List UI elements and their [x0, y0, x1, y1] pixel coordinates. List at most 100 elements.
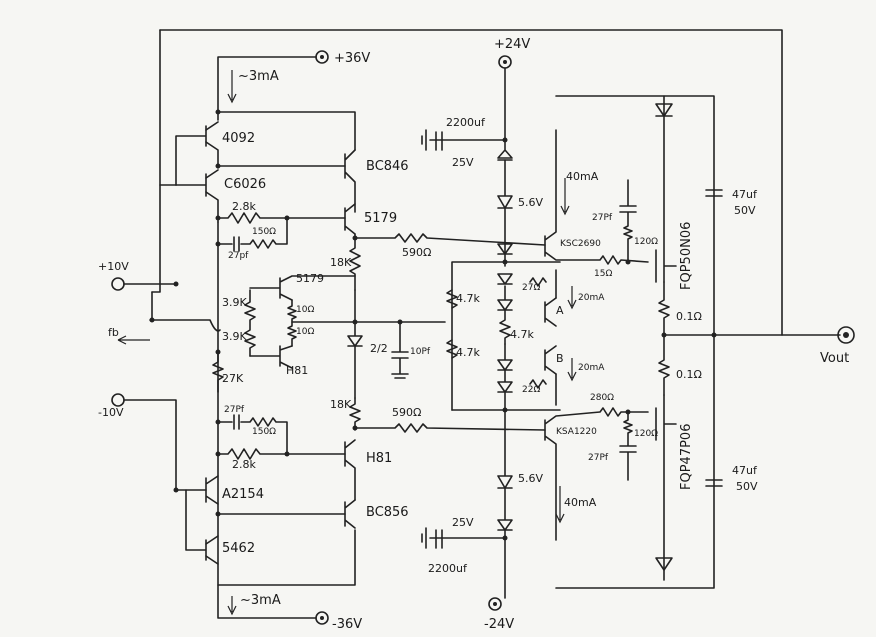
label-01a: 0.1Ω: [676, 310, 702, 323]
label-15a: 15Ω: [594, 269, 612, 279]
label-fqp50n06: FQP50N06: [679, 222, 694, 290]
label-h81a: H81: [286, 364, 308, 377]
label-150a: 150Ω: [252, 227, 276, 237]
bjt-ksc2690: [544, 129, 649, 265]
feedback-wire-left: [151, 29, 161, 293]
feedback-wire-node: [149, 319, 221, 332]
arrow-40ma-bottom: [555, 486, 565, 524]
label-47a: 47uf: [732, 188, 758, 201]
label-27pf-b: 27Pf: [224, 405, 245, 415]
label-4k7a: 4.7k: [456, 292, 480, 305]
diode-out-top: [655, 103, 673, 117]
terminal-vout: [837, 326, 855, 344]
label-c6026: C6026: [224, 177, 266, 192]
label-ksa1220: KSA1220: [556, 427, 597, 437]
label-3ma-top: ~3mA: [238, 69, 279, 84]
label-4k7b: 4.7k: [510, 328, 534, 341]
resistor-4k7-mid: [499, 309, 511, 345]
label-20b: 20mA: [578, 363, 605, 373]
label-5179b: 5179: [296, 272, 324, 285]
fb-arrow: [117, 335, 150, 345]
diode-out-bottom: [655, 557, 673, 571]
resistor-4k7-outer: [446, 289, 458, 359]
label-27pf-c: 27Pf: [592, 213, 613, 223]
resistor-01-top: [658, 281, 670, 336]
label-ksc2690: KSC2690: [560, 239, 601, 249]
terminal-m10: [111, 393, 125, 407]
label-20a: 20mA: [578, 293, 605, 303]
wire-top-bus: [217, 111, 356, 151]
jfet-5462: [185, 489, 207, 561]
label-a2154: A2154: [222, 487, 264, 502]
label-m24: -24V: [484, 617, 514, 632]
label-150b: 150Ω: [252, 427, 276, 437]
label-z22: 2/2: [370, 342, 388, 355]
label-fb: fb: [108, 326, 119, 339]
resistor-27k: [212, 351, 224, 393]
resistor-2k8-top: [217, 212, 346, 224]
cap-47-top: [705, 189, 723, 197]
label-3ma-bottom: ~3mA: [240, 593, 281, 608]
label-27pf-d: 27Pf: [588, 453, 609, 463]
jfet-4092: [175, 125, 207, 186]
label-10b: 10Ω: [296, 327, 314, 337]
label-590a: 590Ω: [402, 246, 431, 259]
label-18k-a: 18K: [330, 256, 352, 269]
arrow-20ma-a: [567, 286, 577, 310]
bjt-h81-b: [344, 439, 356, 501]
label-bc846: BC846: [366, 159, 409, 174]
bjt-h81-a: [249, 345, 293, 369]
cap-10pf: [391, 321, 409, 379]
label-vout: Vout: [820, 351, 849, 366]
snubber-top: [619, 179, 637, 263]
label-50a: 50V: [734, 204, 756, 217]
label-4k7c: 4.7k: [456, 346, 480, 359]
rc-27pf-150-top: [217, 217, 288, 252]
mosfet-fqp50n06: [655, 95, 677, 283]
label-56b: 5.6V: [518, 472, 543, 485]
label-25b: 25V: [452, 516, 474, 529]
label-120b: 120Ω: [634, 429, 658, 439]
bjt-ksa1220: [544, 407, 649, 541]
cap-2200-bottom: [429, 529, 506, 549]
diode-d2: [497, 243, 513, 255]
label-qa: A: [556, 304, 564, 317]
resistor-01-bottom: [658, 334, 670, 396]
resistors-27-22: [529, 277, 547, 389]
jfet-c6026: [175, 173, 207, 197]
label-56a: 5.6V: [518, 196, 543, 209]
label-p10: +10V: [98, 260, 129, 273]
label-fqp47p06: FQP47P06: [679, 424, 694, 490]
terminal-p10: [111, 277, 125, 291]
arrow-20ma-b: [567, 358, 577, 382]
resistor-10-pair: [287, 299, 297, 347]
terminal-m24: [488, 597, 502, 611]
label-2200a: 2200uf: [446, 116, 486, 129]
feedback-wire-top: [159, 29, 841, 336]
left-bus: [217, 221, 356, 586]
zener-56-top: [497, 159, 513, 267]
label-4092: 4092: [222, 131, 255, 146]
label-22a: 22Ω: [522, 385, 540, 395]
bjt-5179-a: [344, 203, 356, 235]
label-47b: 47uf: [732, 464, 758, 477]
label-40b: 40mA: [564, 496, 597, 509]
label-p36: +36V: [334, 51, 370, 66]
label-2k8a: 2.8k: [232, 200, 256, 213]
label-bc856: BC856: [366, 505, 409, 520]
resistor-590-bottom: [354, 423, 546, 433]
rc-27pf-150-bottom: [217, 414, 288, 455]
bjt-5179-b: [249, 275, 356, 301]
label-5462: 5462: [222, 541, 255, 556]
label-m36: -36V: [332, 617, 362, 632]
terminal-m36: [315, 611, 329, 625]
label-25a: 25V: [452, 156, 474, 169]
label-27a: 27Ω: [522, 283, 540, 293]
arrow-3ma-top: [227, 70, 237, 104]
resistor-3k9-pair: [244, 289, 256, 357]
cap-47-bottom: [705, 479, 723, 487]
arrow-3ma-bottom: [227, 596, 237, 616]
label-qb: B: [556, 352, 564, 365]
